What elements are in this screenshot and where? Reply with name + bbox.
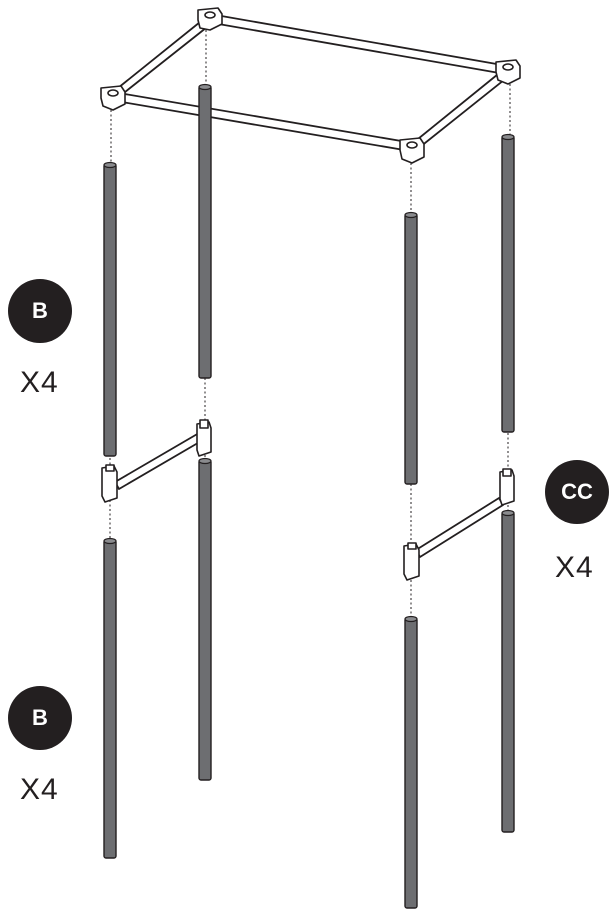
part-cc-quantity: X4 — [555, 551, 594, 584]
pole-upper-back-right — [501, 133, 515, 433]
part-b-badge-lower: B — [8, 686, 72, 750]
middle-connector-left — [101, 419, 212, 503]
corner-connector-front-left — [100, 85, 126, 111]
pole-upper-front-right — [404, 211, 418, 485]
corner-connector-back-right — [495, 59, 521, 85]
part-b-code-lower: B — [32, 705, 48, 730]
pole-upper-back-left — [198, 83, 212, 379]
part-b-badge: B — [8, 279, 72, 343]
corner-connector-back-left — [197, 7, 223, 31]
pole-lower-front-right — [404, 615, 418, 909]
pole-lower-back-left — [198, 457, 212, 781]
pole-lower-front-left — [103, 537, 117, 859]
part-b-code: B — [32, 298, 48, 323]
part-b-quantity: X4 — [20, 366, 59, 399]
part-cc-code: CC — [561, 479, 593, 504]
alignment-guides — [109, 30, 511, 618]
top-frame — [100, 7, 521, 164]
part-b-quantity-lower: X4 — [20, 773, 59, 806]
middle-connector-right — [403, 468, 515, 581]
pole-lower-back-right — [501, 509, 515, 833]
lower-poles — [103, 457, 515, 909]
corner-connector-front-right — [399, 137, 425, 164]
upper-poles — [103, 83, 515, 485]
pole-upper-front-left — [103, 161, 117, 457]
part-cc-badge: CC — [545, 460, 609, 524]
